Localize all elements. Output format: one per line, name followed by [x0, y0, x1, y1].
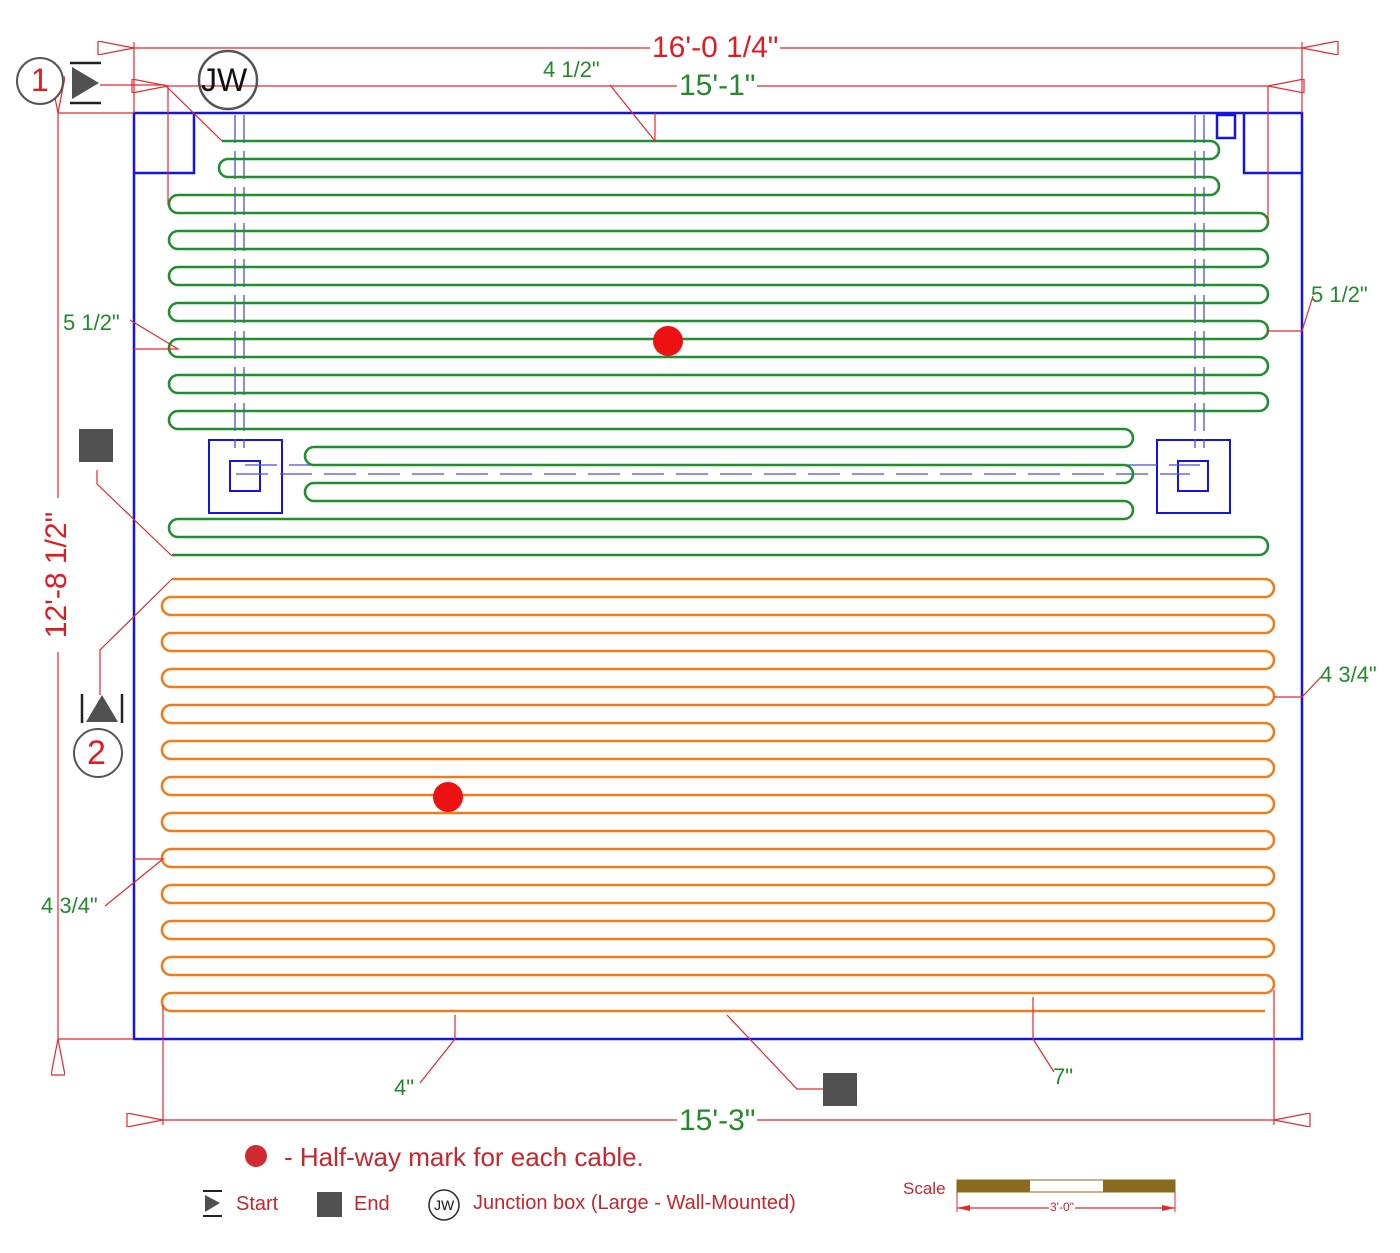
end-marker-1 — [79, 429, 113, 462]
junction-box — [197, 49, 259, 111]
start-icon — [72, 67, 99, 99]
cable-1-number-circle — [16, 57, 64, 105]
column-left — [208, 439, 283, 514]
scale-value: 3'-0" — [1049, 1200, 1075, 1214]
heating-cables — [160, 139, 1276, 1013]
room-outline — [132, 111, 1304, 1041]
halfway-marks — [433, 326, 683, 812]
column-right — [1156, 439, 1231, 514]
start-marker-2 — [73, 694, 124, 778]
left-wall-notch — [134, 113, 196, 175]
overall-height-label: 12'-8 1/2" — [40, 498, 73, 652]
legend-start-label: Start — [236, 1193, 279, 1215]
start-icon — [86, 695, 118, 722]
cable-2-width-label: 15'-3" — [677, 1104, 758, 1137]
halfway-mark-cable-2 — [433, 782, 463, 812]
cable-2-number: 2 — [87, 734, 106, 772]
cable-2 — [160, 577, 1276, 1013]
right-gap-cable-2-label: 4 3/4" — [1320, 662, 1377, 687]
right-gap-cable-1-label: 5 1/2" — [1311, 282, 1368, 307]
cable-2-number-circle — [73, 728, 123, 778]
thermostat-box — [1215, 113, 1237, 140]
junction-box-label: JW — [201, 62, 248, 98]
dimension-lines — [58, 42, 1322, 1125]
cable-1-number: 1 — [31, 62, 49, 98]
end-marker-2 — [823, 1073, 857, 1106]
halfway-mark-cable-1 — [653, 326, 683, 356]
end-legend-icon — [317, 1192, 342, 1217]
top-gap-label: 4 1/2" — [543, 57, 600, 82]
bottom-gap-right-label: 7" — [1053, 1064, 1074, 1089]
left-gap-cable-1-label: 5 1/2" — [63, 310, 120, 335]
legend-junction-label: Junction box (Large - Wall-Mounted) — [473, 1192, 796, 1214]
scale-label: Scale — [903, 1179, 946, 1198]
start-legend-icon — [205, 1195, 220, 1212]
legend-junction-glyph: JW — [434, 1197, 455, 1213]
legend-end-label: End — [354, 1193, 390, 1215]
bottom-gap-left-label: 4" — [394, 1075, 415, 1100]
junction-legend-icon — [428, 1189, 460, 1221]
cable-1 — [167, 139, 1270, 557]
right-wall-notch — [1242, 113, 1302, 175]
halfway-dot-icon — [245, 1145, 267, 1167]
columns — [208, 439, 1231, 514]
overall-width-label: 16'-0 1/4" — [650, 31, 781, 64]
cable-1-width-label: 15'-1" — [677, 69, 758, 102]
start-marker-1 — [16, 57, 101, 105]
conduits — [234, 115, 1205, 475]
scale-bar — [956, 1179, 1176, 1212]
legend-halfway-text: - Half-way mark for each cable. — [284, 1142, 644, 1172]
left-gap-cable-2-label: 4 3/4" — [41, 893, 98, 918]
legend-icons — [203, 1145, 460, 1221]
